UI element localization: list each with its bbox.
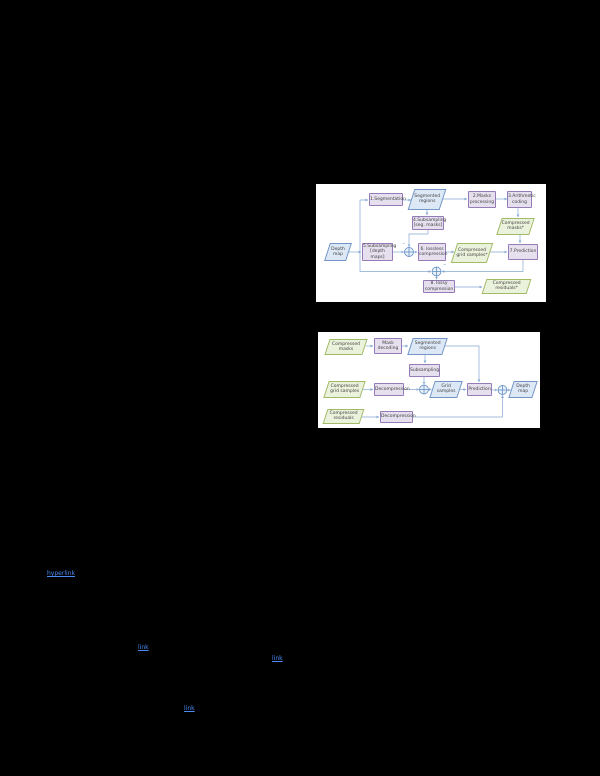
hyperlink[interactable]: link [184, 705, 195, 712]
hyperlink[interactable]: hyperlink [47, 570, 75, 577]
node-subsampling-masks: 4.Subsampling [seg. masks] [412, 216, 447, 230]
node-mask-decoding: Mask decoding [374, 338, 402, 354]
figure-compression-pipeline: 1.Segmentation Segmented regions 2.Masks… [316, 184, 546, 302]
minus-sign: − [443, 262, 447, 267]
node-compressed-masks: Compressed masks* [496, 218, 535, 235]
compression-connectors [349, 197, 524, 289]
node-prediction: Prediction [467, 383, 492, 396]
hyperlink[interactable]: link [138, 644, 149, 651]
node-masks-processing: 2.Masks processing [468, 191, 496, 208]
adder-node [419, 384, 508, 395]
figure-decompression-pipeline: Compressed masks Mask decoding Segmented… [318, 332, 540, 428]
minus-sign: − [402, 241, 406, 246]
node-segmented-regions: Segmented regions [407, 338, 448, 355]
adder-node [404, 247, 442, 277]
node-decompression-residuals: Decompression [380, 411, 416, 423]
node-arithmetic-coding: 3.Arithmetic coding [507, 191, 536, 208]
node-compressed-masks: Compressed masks [324, 339, 368, 355]
node-segmented-regions: Segmented regions [407, 189, 447, 210]
node-lossy-compression: 8. lossy compression [423, 280, 455, 293]
node-subsampling-depth: 5.Subsampling [depth maps] [362, 243, 397, 261]
node-segmentation: 1.Segmentation [369, 193, 406, 206]
node-compressed-grid-samples: Compressed grid samples [323, 381, 366, 398]
node-compressed-grid-samples: Compressed grid samples* [450, 243, 494, 263]
node-compressed-residuals: Compressed residuals* [481, 279, 532, 294]
node-compressed-residuals: Compressed residuals [322, 409, 365, 424]
hyperlink[interactable]: link [272, 655, 283, 662]
node-prediction: 7.Prediction [508, 244, 538, 260]
node-grid-samples: Grid samples [429, 381, 463, 398]
node-lossless-compression: 6. lossless compression [418, 243, 448, 261]
node-subsampling: Subsampling [409, 364, 440, 377]
node-decompression-grid: Decompression [374, 383, 410, 396]
